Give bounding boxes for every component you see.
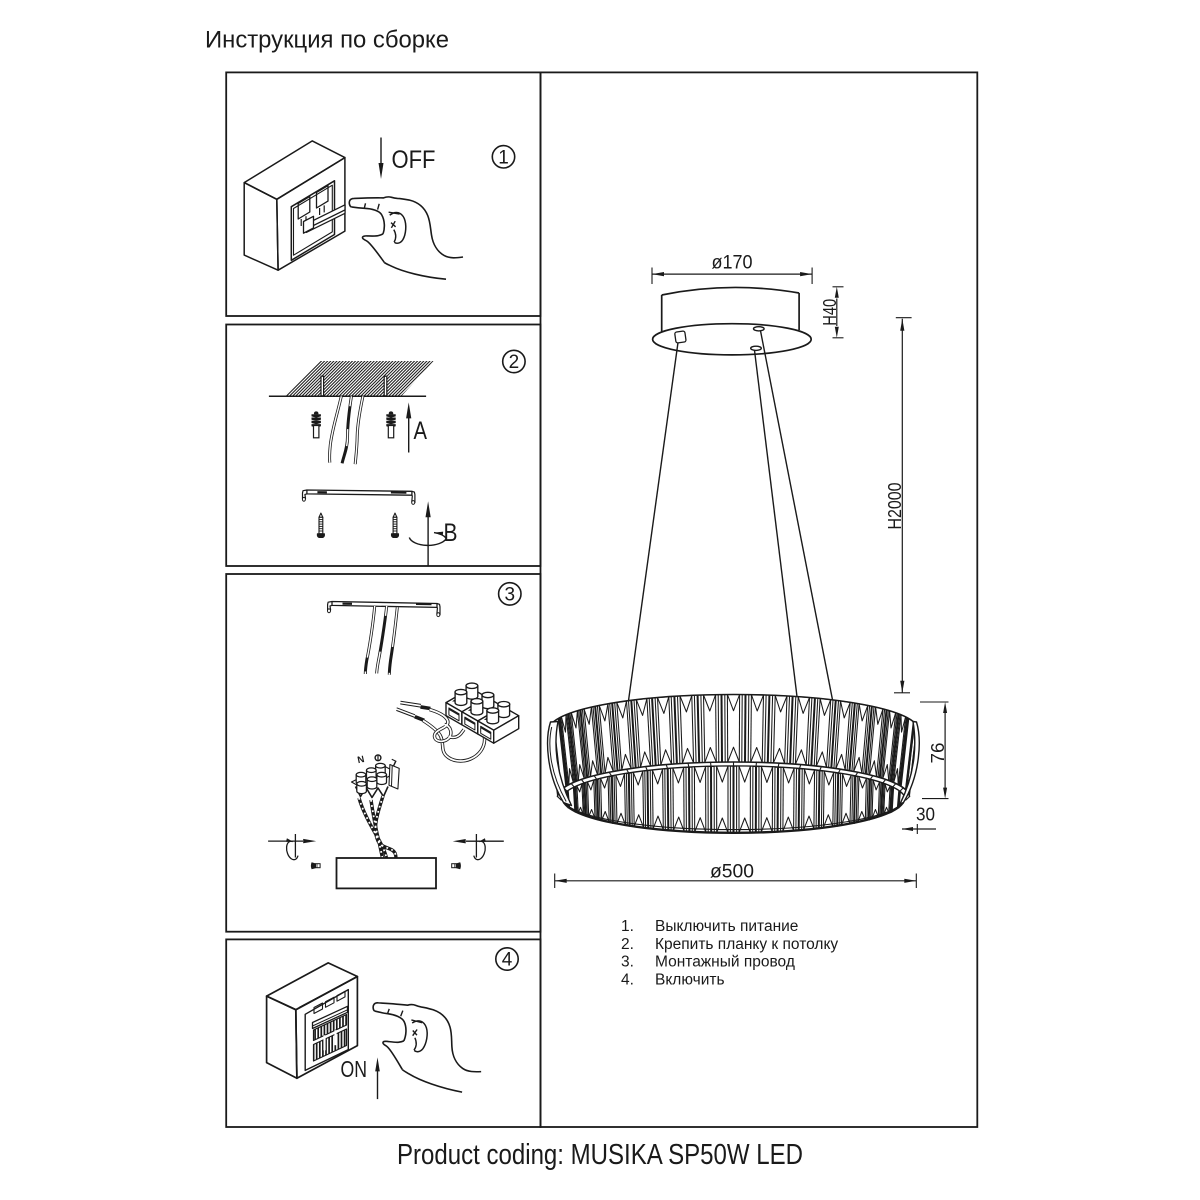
svg-text:2: 2: [509, 352, 520, 373]
svg-text:3.: 3.: [621, 954, 634, 971]
svg-text:L: L: [388, 756, 398, 769]
svg-text:Крепить планку к потолку: Крепить планку к потолку: [655, 936, 838, 953]
svg-text:B: B: [444, 519, 458, 547]
svg-text:4: 4: [502, 950, 513, 971]
svg-text:Монтажный провод: Монтажный провод: [655, 954, 795, 971]
svg-text:ø170: ø170: [712, 253, 753, 274]
svg-text:2.: 2.: [621, 936, 634, 953]
svg-text:Инструкция по сборке: Инструкция по сборке: [205, 27, 449, 54]
svg-text:Включить: Включить: [655, 971, 725, 988]
svg-text:ON: ON: [341, 1056, 368, 1082]
svg-text:1: 1: [498, 147, 509, 168]
svg-text:A: A: [414, 417, 428, 445]
svg-text:ø500: ø500: [710, 862, 754, 883]
svg-text:4.: 4.: [621, 971, 634, 988]
svg-text:30: 30: [916, 805, 935, 825]
svg-text:Выключить питание: Выключить питание: [655, 918, 798, 935]
svg-text:3: 3: [505, 584, 516, 605]
svg-text:H40: H40: [820, 299, 840, 326]
svg-text:Product coding: MUSIKA SP50W L: Product coding: MUSIKA SP50W LED: [397, 1139, 803, 1171]
svg-text:OFF: OFF: [392, 146, 436, 174]
svg-text:1.: 1.: [621, 918, 634, 935]
svg-text:76: 76: [928, 743, 948, 764]
svg-text:H2000: H2000: [885, 483, 905, 530]
svg-text:N: N: [356, 754, 365, 766]
